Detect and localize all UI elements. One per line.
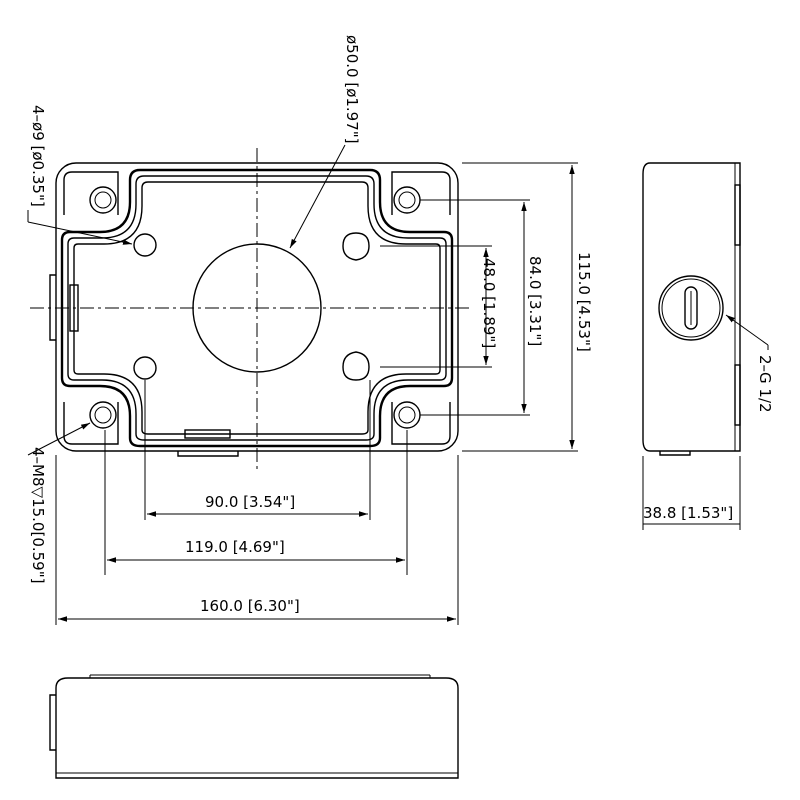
thread-plug [658,275,724,341]
gasket-middle [67,175,447,441]
dim-160: 160.0 [6.30"] [200,597,300,615]
mount-hole-top-left [133,233,157,257]
dimension-lines [27,144,578,625]
side-slot-left [69,284,79,332]
gasket-inner [73,181,441,435]
box-outline-side-view [642,162,741,452]
dim-thread-plugs: 2–G 1/2 [756,355,774,413]
keyhole-bottom-right [342,351,370,381]
box-outline-front-view [55,677,459,779]
dim-mount-holes: 4–ø9 [ø0.35"] [29,105,47,207]
corner-pocket-top-right [391,171,451,215]
bottom-tab [177,451,239,457]
dim-center-hole-diameter: ø50.0 [ø1.97"] [343,35,361,144]
front-view [49,674,459,779]
side-view [642,162,769,530]
top-view [30,148,472,472]
mount-hole-bottom-left [133,356,157,380]
corner-pocket-top-left [63,171,119,215]
dim-84: 84.0 [3.31"] [526,256,544,346]
side-slot-bottom [184,429,231,439]
dim-90: 90.0 [3.54"] [205,493,295,511]
dim-119: 119.0 [4.69"] [185,538,285,556]
dim-48: 48.0 [1.89"] [480,258,498,348]
dim-screw-holes: 4–M8▽15.0[0.59"] [29,447,47,583]
plug-slot [684,286,698,330]
keyhole-top-right [342,232,370,261]
dim-115: 115.0 [4.53"] [575,252,593,352]
dim-depth: 38.8 [1.53"] [643,504,733,522]
corner-pocket-bottom-right [391,401,451,445]
corner-pocket-bottom-left [63,401,119,445]
